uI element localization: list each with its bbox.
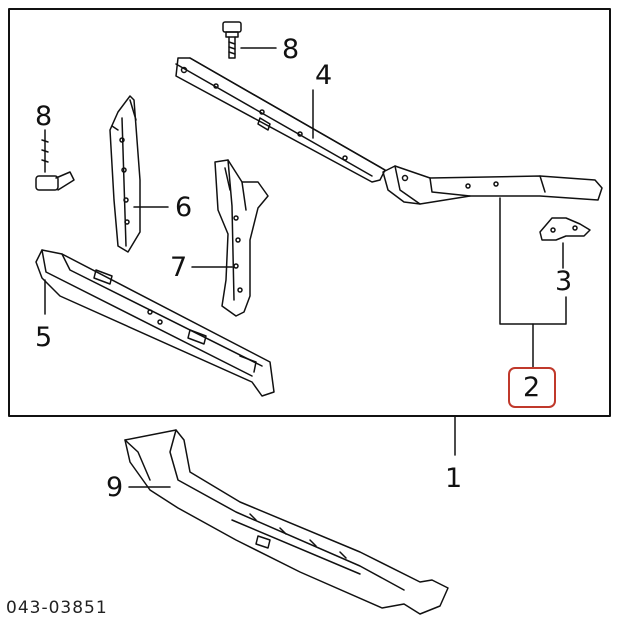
small-bracket [539, 217, 591, 241]
lower-shield [124, 429, 449, 615]
callout-1: 1 [445, 463, 463, 494]
left-side-panel [109, 95, 141, 253]
callout-6: 6 [175, 192, 193, 223]
diagram-code: 043-03851 [6, 598, 108, 618]
bolt-icon [222, 21, 242, 59]
side-upper-member [382, 165, 603, 205]
assembly-frame [8, 8, 611, 417]
callout-5: 5 [35, 322, 53, 353]
callout-8-top: 8 [282, 34, 300, 65]
highlight-box[interactable] [508, 367, 556, 408]
center-support [214, 159, 269, 317]
leader-bracket-2 [499, 197, 567, 325]
callout-8-left: 8 [35, 101, 53, 132]
bolt-icon [35, 129, 75, 191]
callout-2: 2 [523, 372, 541, 403]
upper-tie-bar [175, 57, 386, 183]
lower-tie-bar [35, 249, 275, 397]
callout-3: 3 [555, 266, 573, 297]
callout-4: 4 [315, 60, 333, 91]
callout-7: 7 [170, 252, 188, 283]
callout-9: 9 [106, 472, 124, 503]
